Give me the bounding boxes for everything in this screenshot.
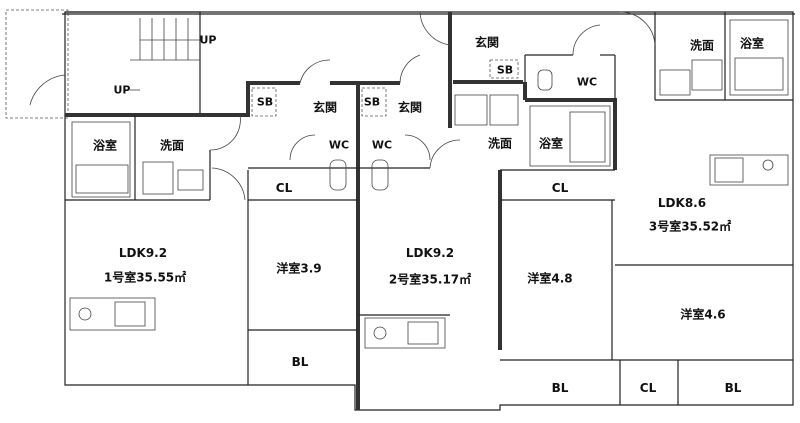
unit3-wc-label: WC — [576, 75, 598, 89]
staircase — [64, 11, 201, 116]
unit3-balcony-label: BL — [724, 381, 742, 395]
unit2-closet-label: CL — [551, 181, 569, 195]
unit1-balcony-label: BL — [291, 355, 309, 369]
unit2-bath-label: 浴室 — [538, 136, 564, 151]
unit1-shoebox-label: SB — [256, 95, 274, 109]
unit2-shoebox-label: SB — [363, 95, 381, 109]
stair-landing — [5, 9, 69, 119]
unit1-entrance-label: 玄関 — [312, 100, 338, 115]
outer-walls — [62, 11, 795, 411]
unit2-wc-label: WC — [371, 138, 393, 152]
unit1-area-label: 1号室35.55㎡ — [103, 270, 187, 285]
unit2-balcony-label: BL — [551, 381, 569, 395]
unit2-area-label: 2号室35.17㎡ — [388, 272, 472, 287]
stair-up-label-top: UP — [199, 33, 217, 47]
unit3-entrance-label: 玄関 — [474, 35, 500, 50]
unit2-washroom-label: 洗面 — [487, 136, 513, 151]
unit1-washroom-label: 洗面 — [159, 138, 185, 153]
unit1-bath-label: 浴室 — [92, 138, 118, 153]
unit1-ldk-label: LDK9.2 — [118, 246, 168, 260]
unit3-shoebox-label: SB — [496, 63, 514, 77]
doors — [29, 11, 656, 201]
unit1-closet-label: CL — [275, 181, 293, 195]
unit3-bath-label: 浴室 — [739, 36, 765, 51]
unit1-wc-label: WC — [328, 138, 350, 152]
unit2-western-room-label: 洋室4.8 — [527, 271, 573, 286]
stair-up-label-bottom: UP — [113, 83, 131, 97]
interior-walls — [65, 12, 793, 405]
unit3-western-room-label: 洋室4.6 — [680, 307, 726, 322]
unit3-washroom-label: 洗面 — [689, 38, 715, 53]
unit2-ldk-label: LDK9.2 — [405, 246, 455, 260]
unit3-closet-label: CL — [639, 381, 657, 395]
unit3-area-label: 3号室35.52㎡ — [648, 219, 732, 234]
fixtures — [69, 19, 789, 349]
unit3-ldk-label: LDK8.6 — [657, 196, 707, 210]
unit2-entrance-label: 玄関 — [397, 100, 423, 115]
unit1-western-room-label: 洋室3.9 — [276, 261, 322, 276]
